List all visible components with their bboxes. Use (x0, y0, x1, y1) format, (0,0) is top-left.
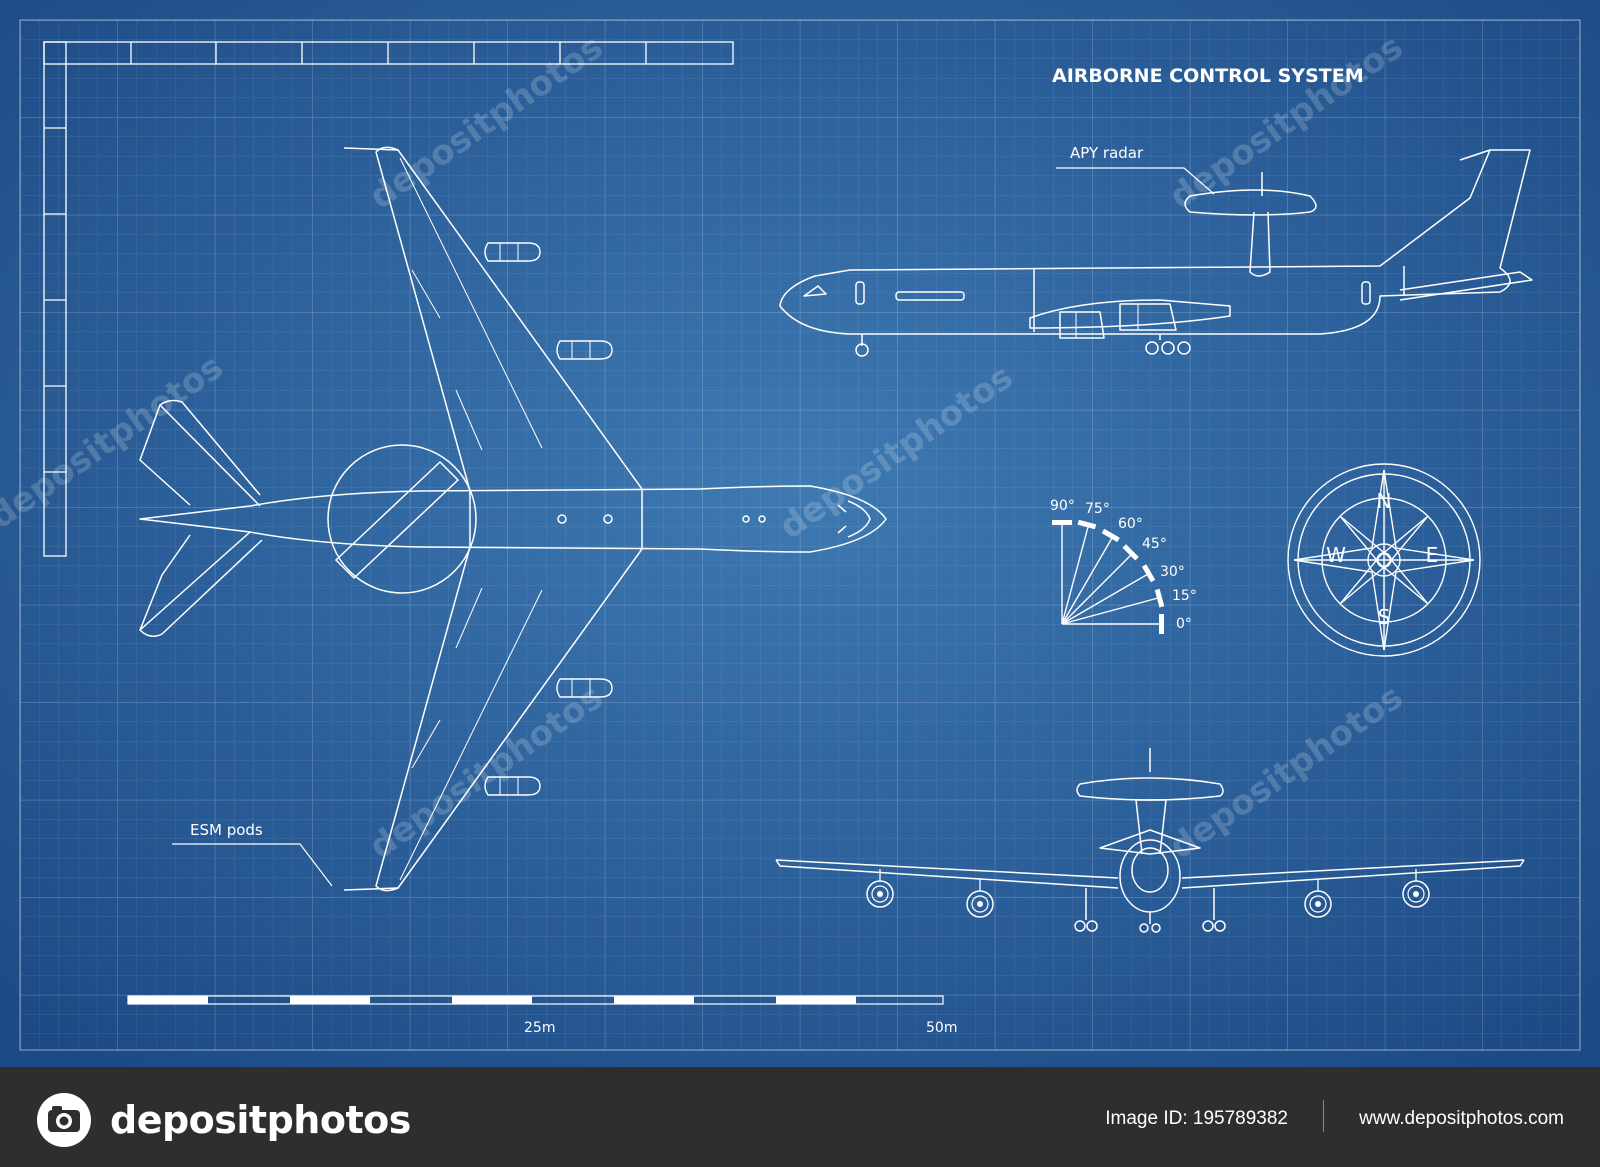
border-ruler (43, 41, 734, 557)
blueprint-canvas: AIRBORNE CONTROL SYSTEM (0, 0, 1600, 1067)
brand-name[interactable]: depositphotos (110, 1098, 411, 1142)
drawing-frame (19, 19, 1581, 1051)
angle-label-75: 75° (1085, 501, 1110, 517)
scale-bar: 25m 50m (127, 995, 957, 1036)
angle-diagram: 90° 75° 60° 45° 30° 15° 0° (1050, 498, 1197, 634)
aircraft-side-view (779, 149, 1533, 357)
compass-letter-n: N (1377, 489, 1392, 513)
angle-label-45: 45° (1142, 536, 1167, 552)
esm-pods-label: ESM pods (190, 821, 263, 839)
site-url-link[interactable]: www.depositphotos.com (1359, 1108, 1564, 1129)
footer-bar (0, 1067, 1600, 1167)
angle-label-15: 15° (1172, 588, 1197, 604)
image-id: Image ID: 195789382 (1105, 1108, 1288, 1129)
scale-label-50m: 50m (926, 1020, 957, 1036)
angle-label-90: 90° (1050, 498, 1075, 514)
scale-label-25m: 25m (524, 1020, 555, 1036)
compass-letter-s: S (1378, 605, 1391, 629)
angle-label-60: 60° (1118, 516, 1143, 532)
aircraft-front-view (775, 748, 1525, 933)
rotodome-top (327, 444, 477, 594)
angle-label-0: 0° (1176, 616, 1192, 632)
compass-letter-w: W (1326, 543, 1346, 567)
camera-logo-icon[interactable] (36, 1092, 92, 1148)
radar-callout: APY radar (1056, 144, 1215, 195)
apy-radar-label: APY radar (1070, 144, 1144, 162)
compass-letter-e: E (1426, 543, 1439, 567)
footer-divider (1323, 1100, 1324, 1132)
aircraft-top-view (139, 146, 887, 892)
page-title: AIRBORNE CONTROL SYSTEM (1052, 65, 1364, 87)
esm-callout: ESM pods (172, 821, 333, 887)
compass-rose: N E S W (1287, 463, 1481, 657)
angle-label-30: 30° (1160, 564, 1185, 580)
